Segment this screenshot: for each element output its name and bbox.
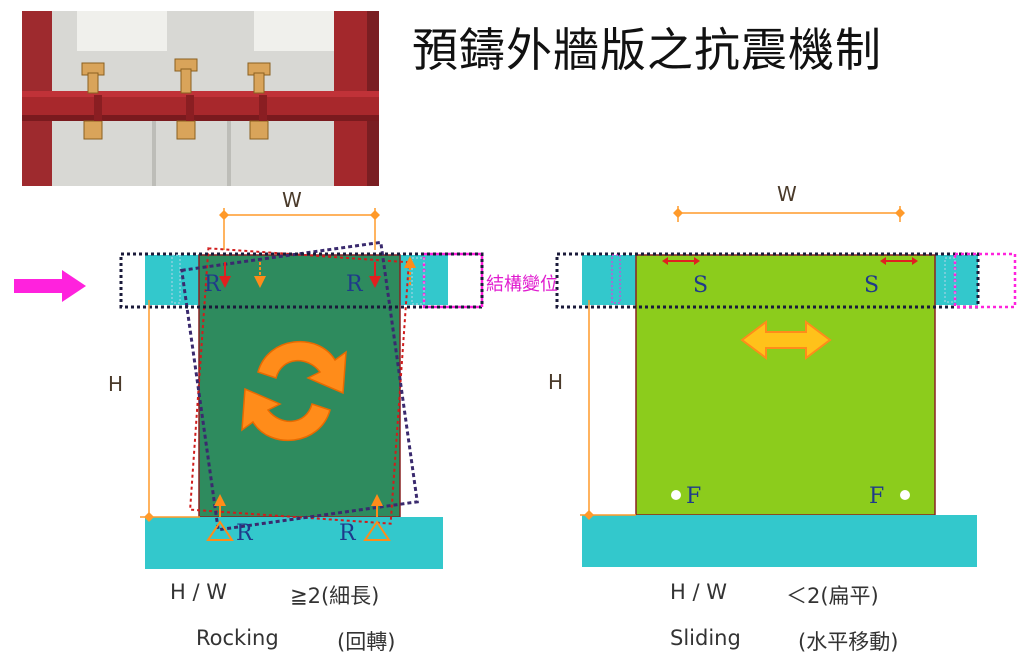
rotated-panel-outline-red [189,247,410,525]
push-arrow-icon [14,270,86,302]
mode-desc-right: (水平移動) [798,630,899,654]
height-label-left: H [108,372,124,396]
rotation-arrows-icon [241,340,347,442]
foundation-right [582,515,977,567]
ratio-label-right: H / W [670,580,727,604]
slide-label: S [693,273,708,298]
support-triangle [363,520,391,541]
mode-desc-left: (回轉) [337,630,396,654]
node-label: R [346,272,364,297]
mode-name-left: Rocking [196,626,279,650]
ratio-value-right: ＜2(扁平) [786,584,879,608]
fixed-label: F [869,484,884,509]
height-dimension-right [580,300,636,516]
node-label: R [204,272,222,297]
ratio-value-left: ≧2(細長) [290,584,380,608]
width-dimension-right [677,206,901,222]
node-label: R [236,521,254,546]
connection-photo [22,11,379,186]
support-triangle [206,520,234,541]
height-label-right: H [548,370,564,394]
mode-name-right: Sliding [670,626,741,650]
foundation-left [145,517,443,569]
beam-outline-left [119,252,484,309]
node-label: R [339,521,357,546]
width-dimension-left [223,208,376,250]
displacement-label: 結構變位 [486,274,558,295]
rocking-diagram: R R R R [14,208,484,569]
beam-outline-right [555,252,980,309]
ratio-label-left: H / W [170,580,227,604]
sliding-diagram: S S F F [555,206,1017,567]
displaced-beam-outline [422,252,484,309]
width-label-right: W [777,182,797,206]
fixed-label: F [686,484,701,509]
width-label-left: W [282,188,302,212]
slide-label: S [864,273,879,298]
sliding-panel [635,254,936,516]
rotated-panel-outline-navy [180,240,419,532]
rocking-panel [198,254,401,518]
page-title: 預鑄外牆版之抗震機制 [412,23,882,77]
sliding-arrow-icon [740,320,832,360]
